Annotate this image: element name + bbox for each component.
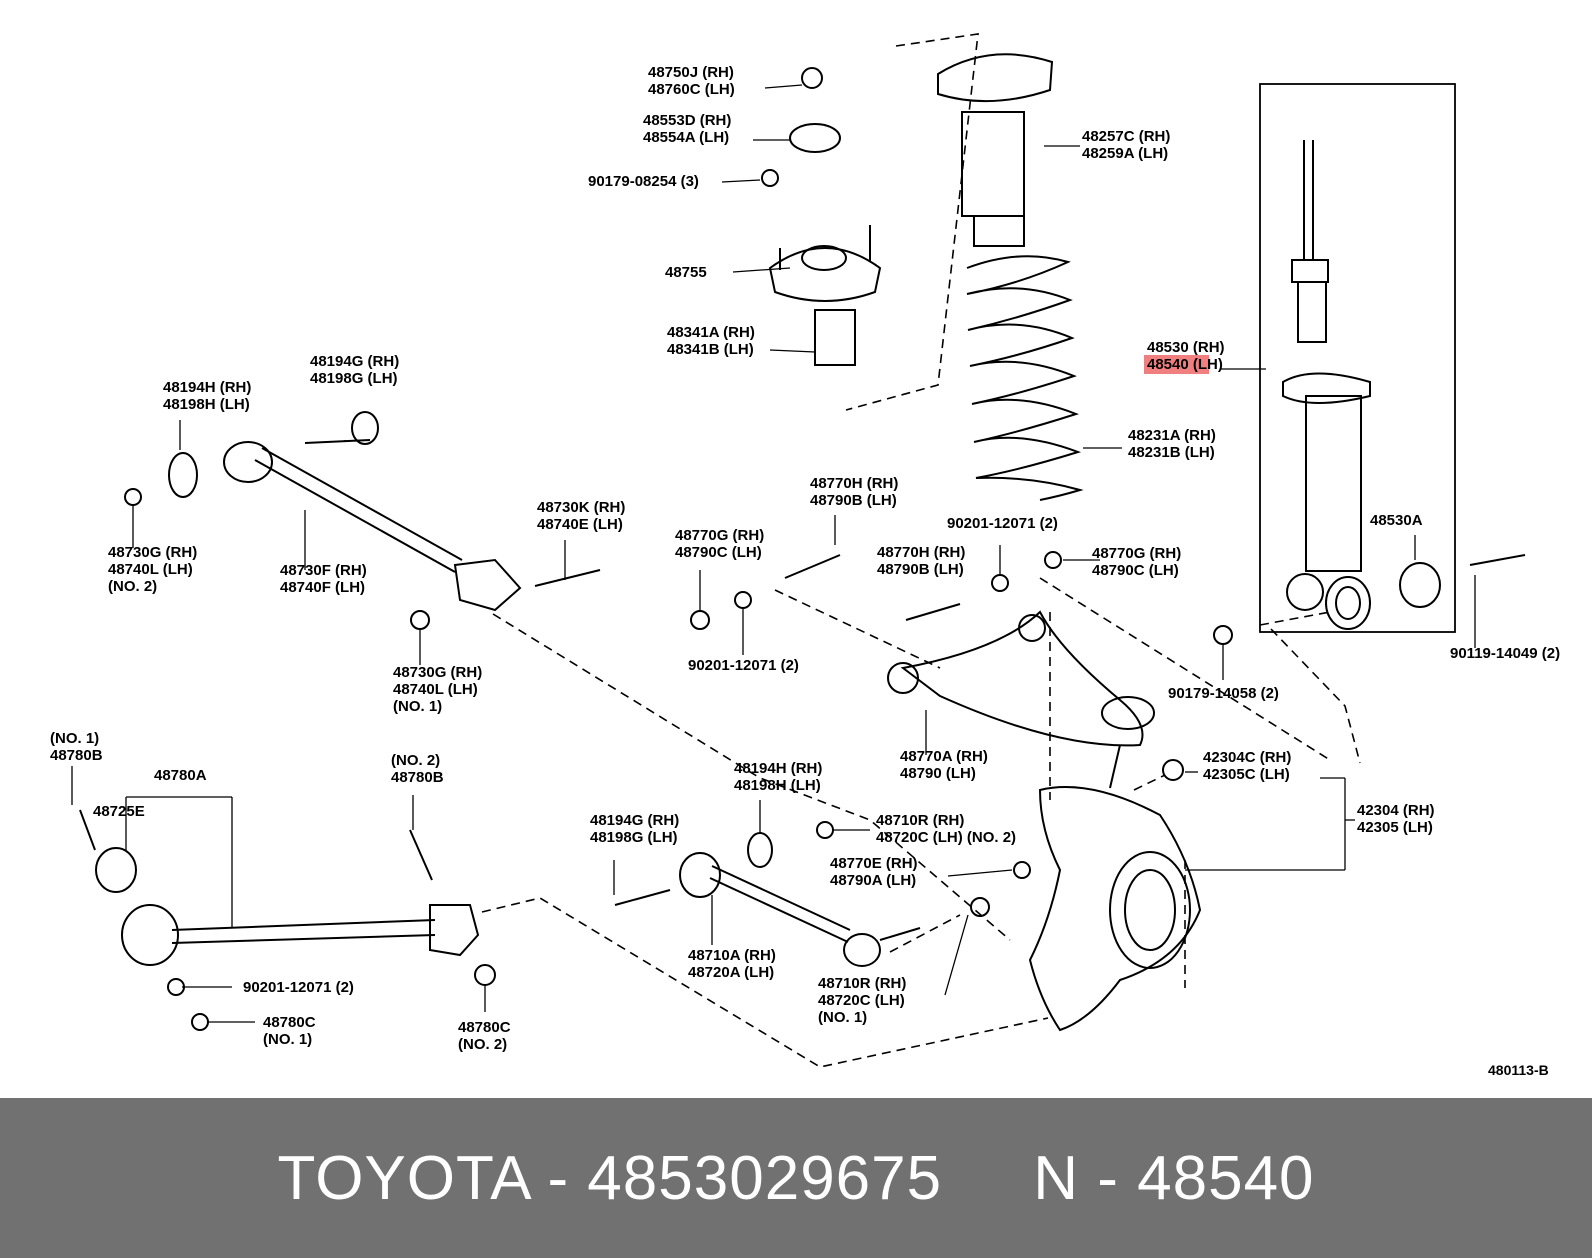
part-label: 48790B (LH) xyxy=(877,561,964,578)
part-label: 48770G (RH) xyxy=(1092,545,1181,562)
part-label: 48540 (LH) xyxy=(1147,356,1223,373)
part-label: 48740L (LH) xyxy=(108,561,193,578)
part-label: 90201-12071 (2) xyxy=(688,657,799,674)
part-label: 90201-12071 (2) xyxy=(243,979,354,996)
part-label: 48730F (RH) xyxy=(280,562,367,579)
part-label: 48750J (RH) xyxy=(648,64,734,81)
part-label: 48770H (RH) xyxy=(877,544,965,561)
coil-spring xyxy=(966,255,1084,501)
part-label: 48720A (LH) xyxy=(688,964,774,981)
shock-absorber xyxy=(1282,140,1371,630)
part-label: 48725E xyxy=(93,803,145,820)
part-label: 48710R (RH) xyxy=(818,975,906,992)
footer-title: TOYOTA - 4853029675 N - 48540 xyxy=(277,1143,1315,1213)
part-label: 48710R (RH) xyxy=(876,812,964,829)
part-label: 48194G (RH) xyxy=(310,353,399,370)
part-label: 48710A (RH) xyxy=(688,947,776,964)
part-label: (NO. 2) xyxy=(391,752,440,769)
part-label: (NO. 2) xyxy=(458,1036,507,1053)
lateral-link xyxy=(223,441,522,612)
part-label: 48790C (LH) xyxy=(675,544,762,561)
part-label: 48730G (RH) xyxy=(393,664,482,681)
figure-code: 480113-B xyxy=(1488,1062,1549,1078)
parts-drawing xyxy=(71,33,1526,1068)
part-label: (NO. 2) xyxy=(108,578,157,595)
part-label: (NO. 1) xyxy=(50,730,99,747)
part-label: 90179-08254 (3) xyxy=(588,173,699,190)
part-label: 48790C (LH) xyxy=(1092,562,1179,579)
part-label: 48755 xyxy=(665,264,707,281)
leader-lines xyxy=(71,84,1476,1023)
lower-arm xyxy=(95,847,480,966)
part-label: 48740F (LH) xyxy=(280,579,365,596)
part-label: (NO. 1) xyxy=(263,1031,312,1048)
part-callouts: 48750J (RH)48760C (LH) 48553D (RH)48554A … xyxy=(50,64,1560,1053)
toe-control-rod xyxy=(679,852,881,967)
part-label: 48770G (RH) xyxy=(675,527,764,544)
part-label: 48194H (RH) xyxy=(163,379,251,396)
part-label: 48720C (LH) xyxy=(818,992,905,1009)
part-label: 48780C xyxy=(458,1019,511,1036)
part-label: 48770H (RH) xyxy=(810,475,898,492)
part-label: 42304C (RH) xyxy=(1203,749,1291,766)
part-label: 48770E (RH) xyxy=(830,855,918,872)
part-label: 48553D (RH) xyxy=(643,112,731,129)
part-label: 48341B (LH) xyxy=(667,341,754,358)
part-label: 48740E (LH) xyxy=(537,516,623,533)
footer-banner: TOYOTA - 4853029675 N - 48540 xyxy=(0,1098,1592,1258)
part-label: 48720C (LH) (NO. 2) xyxy=(876,829,1016,846)
part-label: 90179-14058 (2) xyxy=(1168,685,1279,702)
part-label: 48780B xyxy=(50,747,103,764)
nuts-and-bushings xyxy=(124,411,1441,1031)
part-label: 48231B (LH) xyxy=(1128,444,1215,461)
part-label: 90119-14049 (2) xyxy=(1450,645,1560,662)
part-label: 48198G (LH) xyxy=(590,829,678,846)
part-label: (NO. 1) xyxy=(818,1009,867,1026)
part-label: 48730G (RH) xyxy=(108,544,197,561)
shock-absorber-frame xyxy=(1259,83,1456,633)
part-label: 48760C (LH) xyxy=(648,81,735,98)
part-label: 48259A (LH) xyxy=(1082,145,1168,162)
part-label: 48740L (LH) xyxy=(393,681,478,698)
part-label: 42304 (RH) xyxy=(1357,802,1435,819)
part-label: 90201-12071 (2) xyxy=(947,515,1058,532)
part-label: 42305C (LH) xyxy=(1203,766,1290,783)
part-label: 48198G (LH) xyxy=(310,370,398,387)
part-label: 48530A xyxy=(1370,512,1423,529)
part-label: 48790B (LH) xyxy=(810,492,897,509)
spring-bumper xyxy=(937,53,1054,247)
part-label: 48790 (LH) xyxy=(900,765,976,782)
part-label: 48194G (RH) xyxy=(590,812,679,829)
part-label: 48198H (LH) xyxy=(734,777,821,794)
part-label: 48530 (RH) xyxy=(1147,339,1225,356)
part-label: (NO. 1) xyxy=(393,698,442,715)
part-label: 48730K (RH) xyxy=(537,499,625,516)
part-label: 48198H (LH) xyxy=(163,396,250,413)
upper-control-arm xyxy=(887,610,1155,789)
knuckle xyxy=(1028,786,1202,1032)
upper-mount xyxy=(761,67,882,366)
part-label: 48780C xyxy=(263,1014,316,1031)
part-label: 48257C (RH) xyxy=(1082,128,1170,145)
part-label: 48780A xyxy=(154,767,207,784)
part-label: 48554A (LH) xyxy=(643,129,729,146)
highlight-marker xyxy=(1144,355,1209,374)
part-label: 42305 (LH) xyxy=(1357,819,1433,836)
part-label: 48780B xyxy=(391,769,444,786)
part-label: 48790A (LH) xyxy=(830,872,916,889)
part-label: 48231A (RH) xyxy=(1128,427,1216,444)
part-label: 48341A (RH) xyxy=(667,324,755,341)
part-label: 48770A (RH) xyxy=(900,748,988,765)
suspension-parts-diagram: 48750J (RH)48760C (LH) 48553D (RH)48554A … xyxy=(50,33,1560,1078)
bolts xyxy=(79,439,1526,941)
part-label: 48194H (RH) xyxy=(734,760,822,777)
